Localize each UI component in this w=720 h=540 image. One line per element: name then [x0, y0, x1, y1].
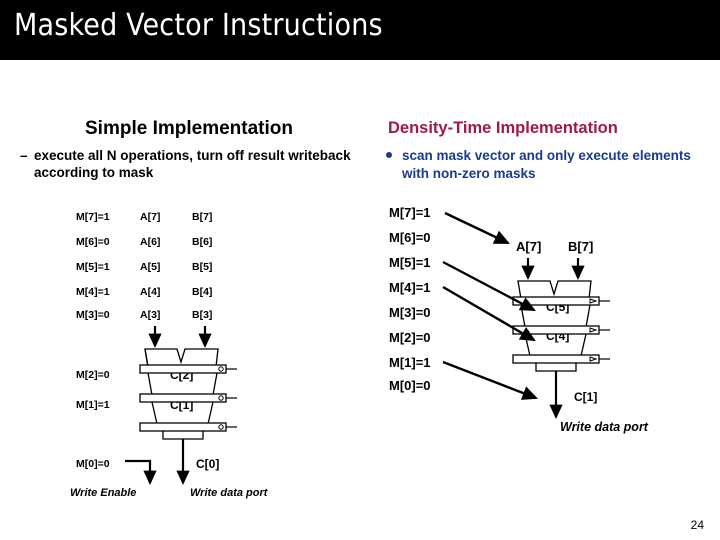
left-b-cell: B[5] — [192, 261, 213, 273]
left-a-cell: A[3] — [140, 309, 161, 321]
right-mask-item: M[5]=1 — [389, 255, 431, 270]
left-b-cell: B[4] — [192, 286, 213, 298]
right-mask-item: M[3]=0 — [389, 305, 431, 320]
left-mask-cell: M[7]=1 — [76, 211, 110, 223]
write-data-port-label: Write data port — [190, 487, 268, 499]
page-title: Masked Vector Instructions — [14, 8, 383, 43]
right-mask-item: M[2]=0 — [389, 330, 431, 345]
left-panel-bullet: – execute all N operations, turn off res… — [20, 147, 365, 181]
left-pipeline-mask: M[2]=0 — [76, 369, 110, 381]
right-stage-label: C[1] — [574, 390, 598, 404]
left-stage-label: C[0] — [196, 457, 220, 471]
right-bullet-text: scan mask vector and only execute elemen… — [402, 148, 691, 181]
left-bullet-text: execute all N operations, turn off resul… — [34, 148, 351, 180]
right-mask-item: M[6]=0 — [389, 230, 431, 245]
write-data-port-label: Write data port — [560, 420, 648, 434]
left-mask-cell: M[3]=0 — [76, 309, 110, 321]
left-mask-cell: M[6]=0 — [76, 236, 110, 248]
left-b-cell: B[3] — [192, 309, 213, 321]
write-enable-label: Write Enable — [70, 487, 137, 499]
left-mask-cell: M[5]=1 — [76, 261, 110, 273]
left-a-cell: A[5] — [140, 261, 161, 273]
left-a-cell: A[4] — [140, 286, 161, 298]
right-mask-item: M[1]=1 — [389, 355, 431, 370]
left-pipeline-mask: M[0]=0 — [76, 458, 110, 470]
right-mask-item: M[7]=1 — [389, 205, 431, 220]
left-a-cell: A[7] — [140, 211, 161, 223]
left-b-cell: B[7] — [192, 211, 213, 223]
page-number: 24 — [690, 518, 704, 532]
left-panel-heading: Simple Implementation — [85, 118, 293, 139]
left-stage-label: C[1] — [170, 398, 194, 412]
left-bullet-marker: – — [20, 148, 28, 163]
right-operand-a: A[7] — [516, 239, 542, 254]
left-a-cell: A[6] — [140, 236, 161, 248]
right-mask-item: M[0]=0 — [389, 378, 431, 393]
left-b-cell: B[6] — [192, 236, 213, 248]
right-panel-heading: Density-Time Implementation — [388, 119, 618, 137]
right-mask-item: M[4]=1 — [389, 280, 431, 295]
right-panel-bullet: scan mask vector and only execute elemen… — [386, 147, 696, 183]
left-stage-label: C[2] — [170, 368, 194, 382]
left-mask-cell: M[4]=1 — [76, 286, 110, 298]
right-operand-b: B[7] — [568, 239, 594, 254]
slide-title-bar: Masked Vector Instructions — [0, 0, 720, 60]
left-pipeline-mask: M[1]=1 — [76, 399, 110, 411]
right-stage-label: C[5] — [546, 300, 570, 314]
right-stage-label: C[4] — [546, 329, 570, 343]
bullet-dot-icon — [386, 147, 402, 158]
